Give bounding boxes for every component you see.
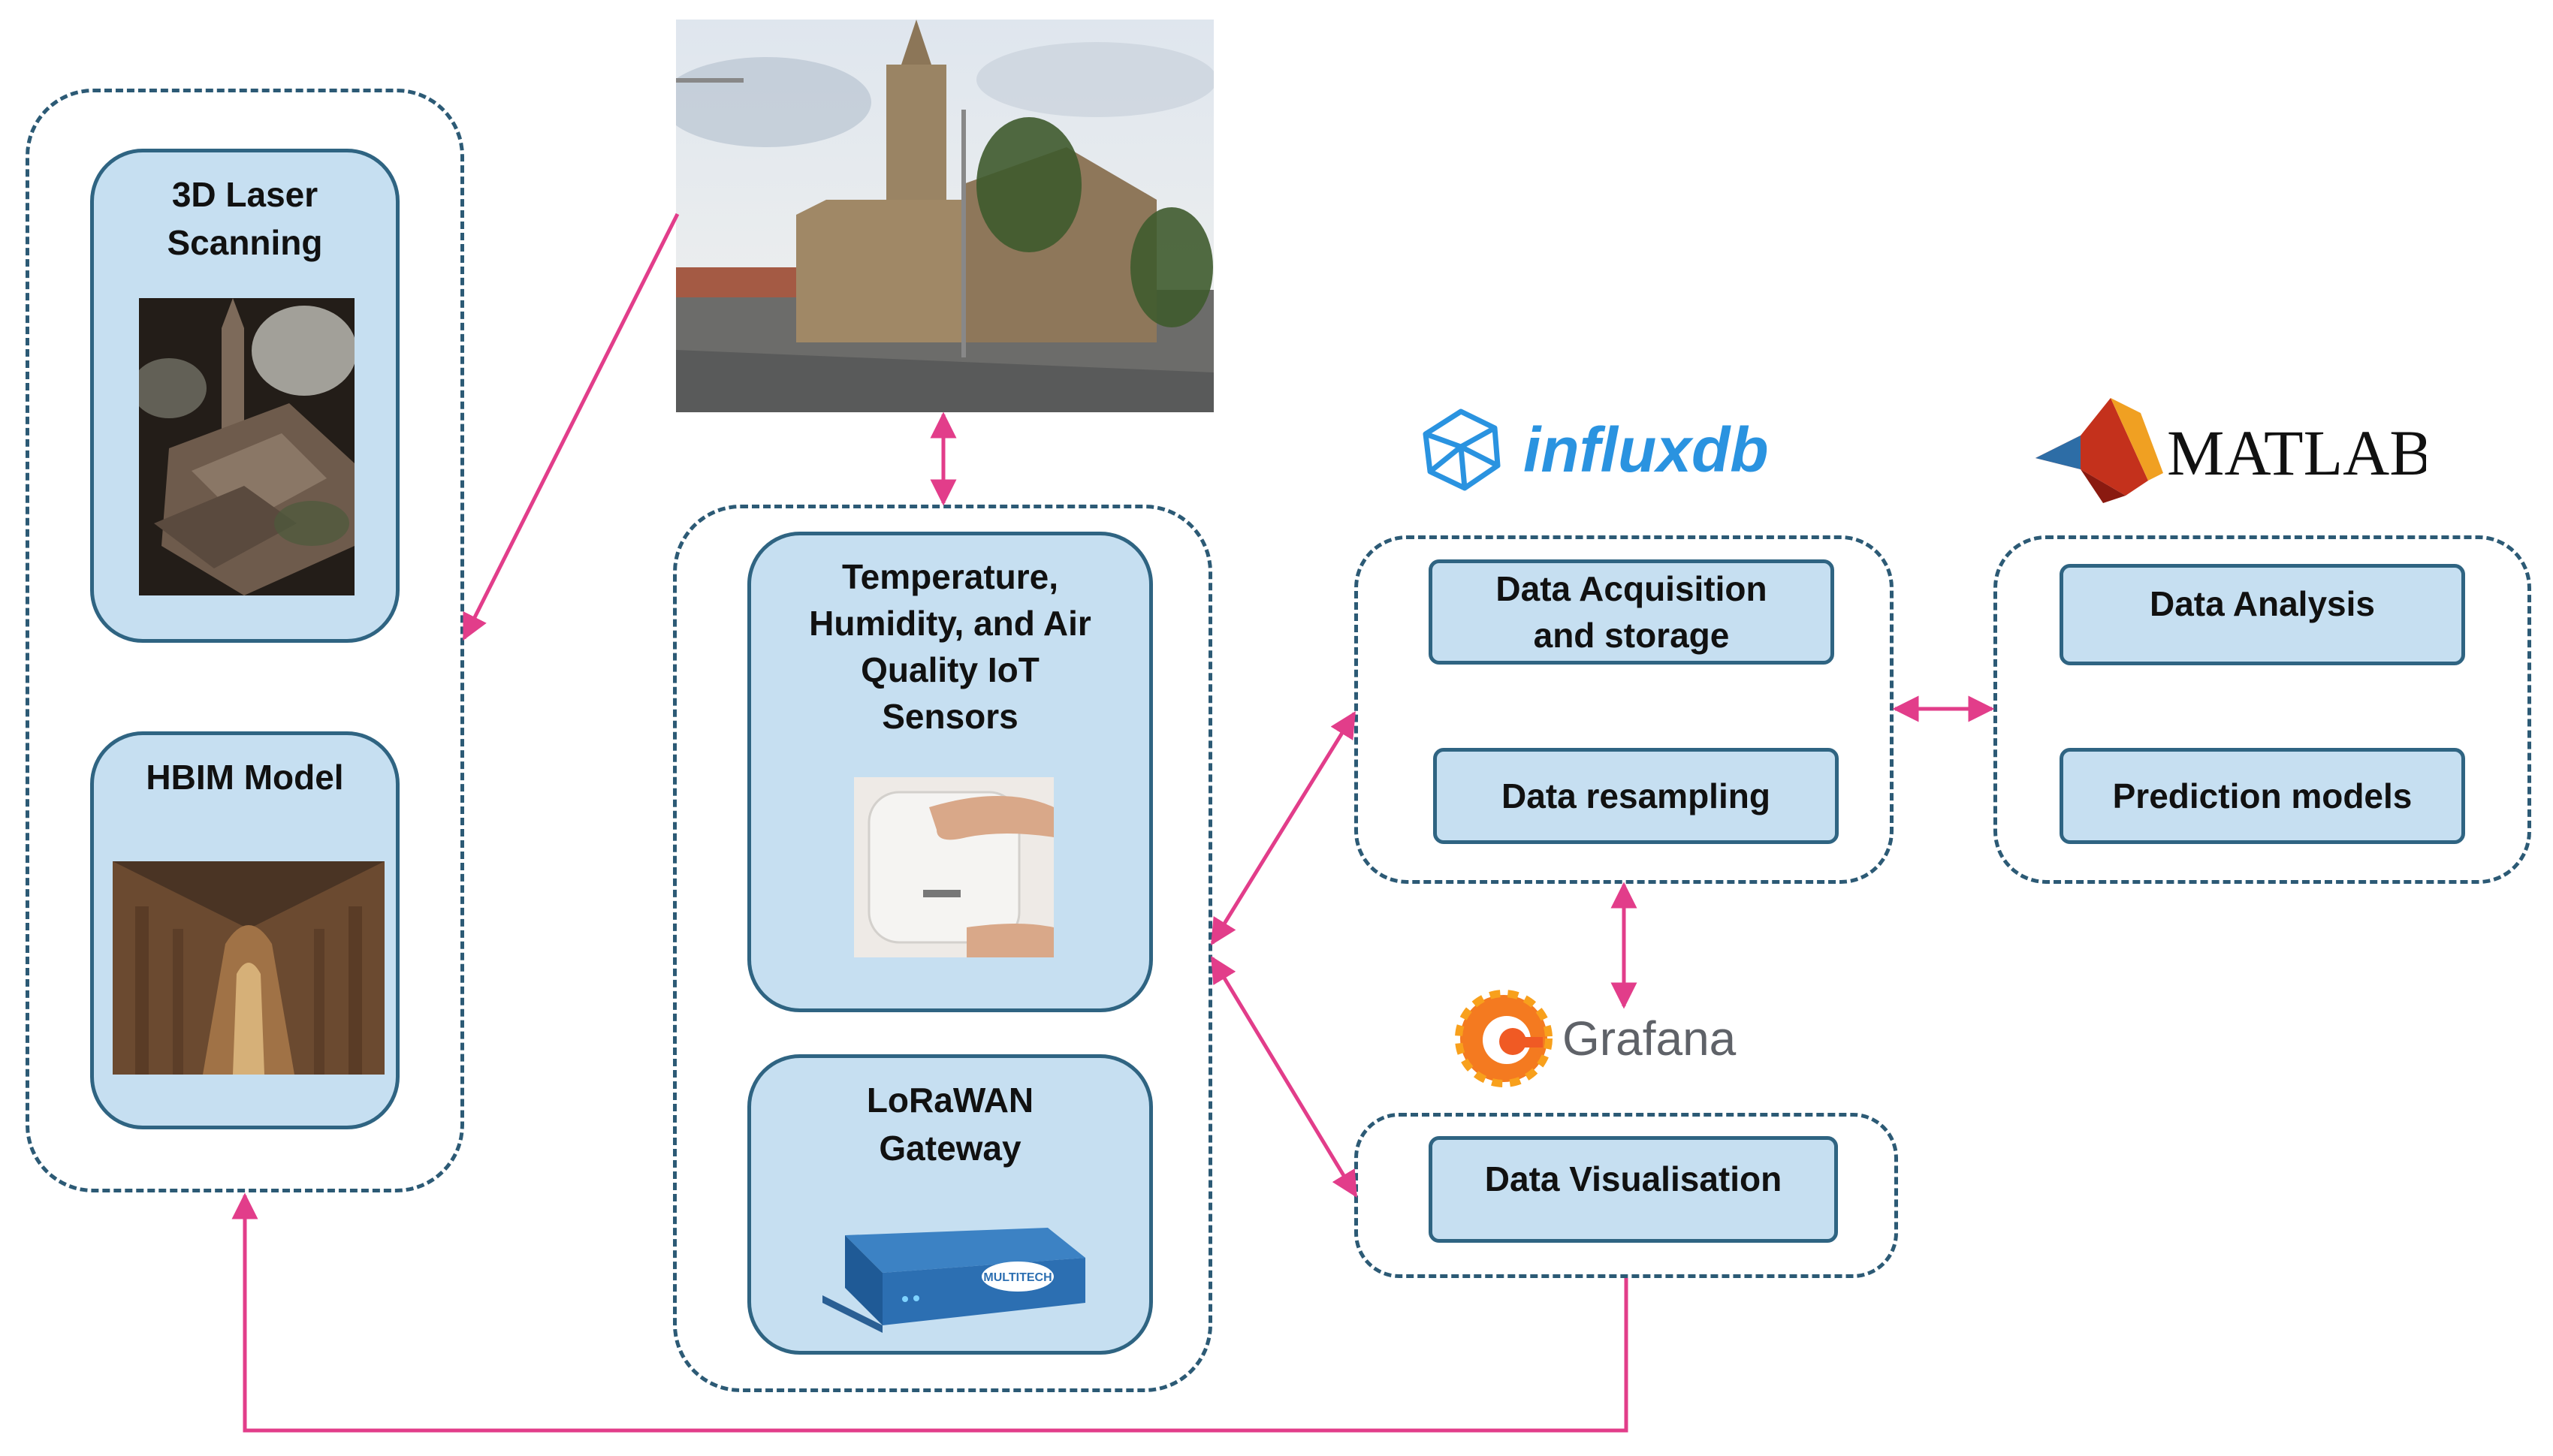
analysis-label: Data Analysis (2150, 583, 2375, 623)
laser-title-line1: 3D Laser (171, 175, 318, 214)
matlab-membrane-icon (2035, 398, 2163, 503)
sensors-line4: Sensors (882, 697, 1018, 736)
arrow-sensors-grafana (1210, 956, 1358, 1198)
influxdb-wordmark: influxdb (1523, 414, 1769, 485)
matlab-logo: MATLAB (2035, 398, 2433, 503)
matlab-dashed-group (1993, 535, 2531, 884)
arrow-church-to-scan (462, 213, 680, 641)
hbim-title: HBIM Model (146, 758, 344, 797)
hbim-model-card: HBIM Model (90, 731, 400, 1129)
sensor-device-image (854, 777, 1054, 957)
arrow-grafana-to-hbim (231, 1192, 1628, 1433)
sensors-line1: Temperature, (841, 557, 1059, 596)
grafana-logo: Grafana (1450, 980, 1765, 1093)
influxdb-logo: influxdb (1420, 405, 1780, 496)
gateway-line1: LoRaWAN (866, 1081, 1034, 1120)
lorawan-gateway-card: LoRaWAN Gateway MULTITECH (747, 1054, 1153, 1355)
grafana-wordmark: Grafana (1562, 1011, 1737, 1066)
acquisition-line1: Data Acquisition (1495, 569, 1767, 608)
hbim-interior-image (113, 861, 385, 1075)
laser-title-line2: Scanning (167, 223, 323, 262)
data-analysis-box: Data Analysis (2060, 564, 2465, 665)
iot-sensors-card: Temperature, Humidity, and Air Quality I… (747, 532, 1153, 1012)
middle-dashed-group (673, 505, 1212, 1392)
gateway-brand-label: MULTITECH (983, 1271, 1052, 1284)
gateway-device-image: MULTITECH (822, 1205, 1093, 1333)
grafana-swirl-icon (1455, 990, 1553, 1087)
arrow-sensors-influx (1210, 711, 1356, 945)
church-photo (676, 20, 1214, 412)
point-cloud-image (139, 298, 355, 595)
prediction-label: Prediction models (2112, 776, 2413, 815)
visualisation-label: Data Visualisation (1484, 1159, 1782, 1198)
resampling-label: Data resampling (1501, 776, 1770, 815)
data-resampling-box: Data resampling (1433, 748, 1839, 844)
acquisition-line2: and storage (1533, 616, 1730, 655)
prediction-models-box: Prediction models (2060, 748, 2465, 844)
data-acquisition-box: Data Acquisition and storage (1429, 559, 1834, 665)
laser-scanning-card: 3D Laser Scanning (90, 149, 400, 643)
data-visualisation-box: Data Visualisation (1429, 1136, 1838, 1243)
gateway-line2: Gateway (879, 1129, 1022, 1168)
left-dashed-group (26, 89, 464, 1192)
matlab-wordmark: MATLAB (2167, 417, 2426, 489)
influxdb-cube-icon (1423, 408, 1501, 491)
sensors-line3: Quality IoT (861, 650, 1040, 689)
sensors-line2: Humidity, and Air (809, 604, 1091, 643)
